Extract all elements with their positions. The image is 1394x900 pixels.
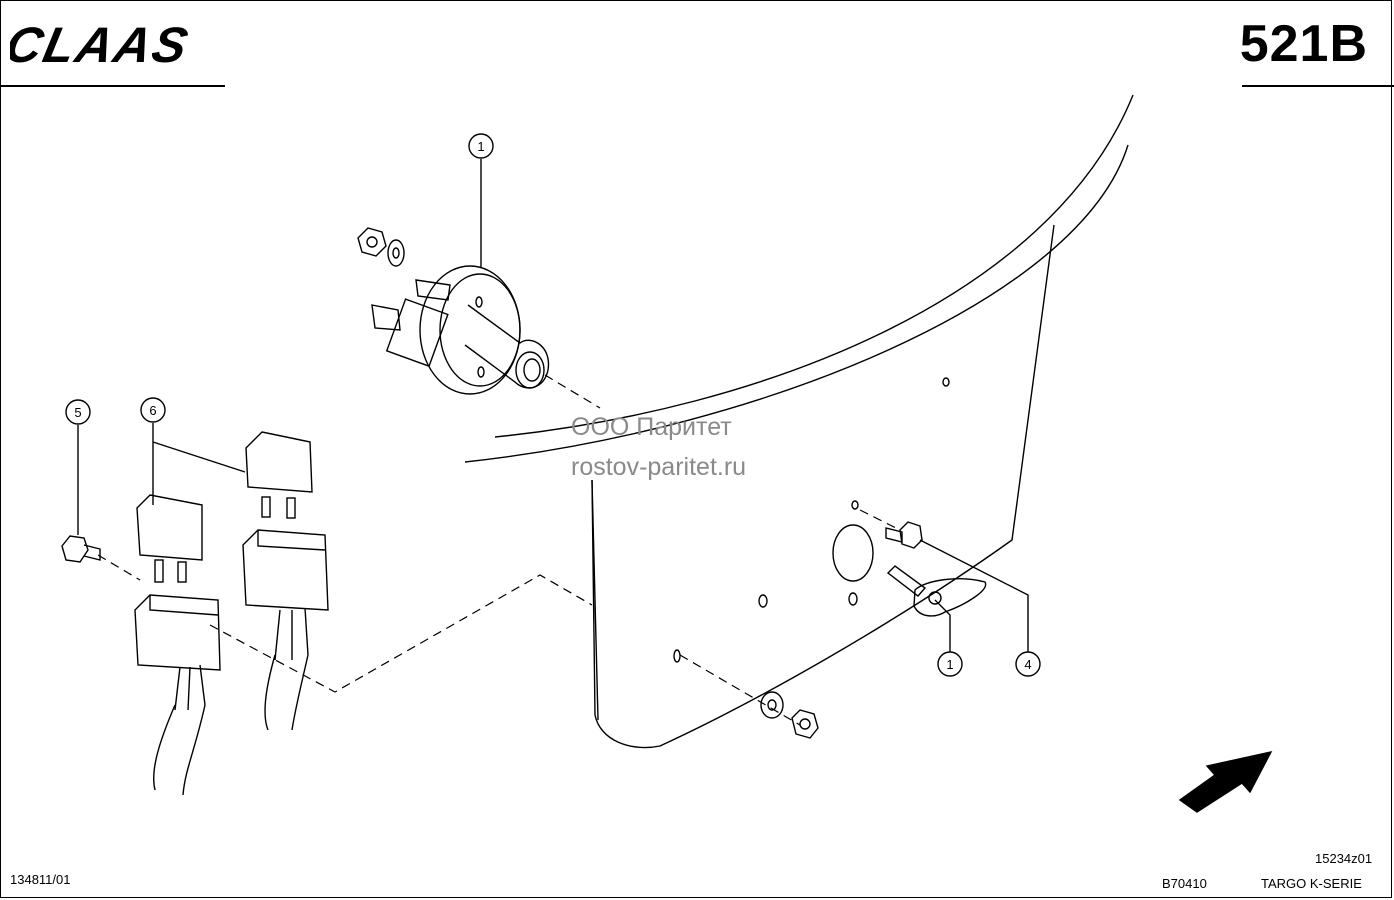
assembly-line-nut [679,654,801,726]
exploded-parts-diagram: 1 5 6 1 4 [61,94,1273,813]
logo-rule [0,85,225,87]
leader-6-diag [152,441,246,473]
callout-5-label: 5 [74,405,81,420]
panel-hole [851,500,859,510]
leader-4 [919,539,1029,652]
relay-socket-right [242,529,329,731]
footer-drawing-id: 15234z01 [1315,851,1373,866]
cab-edge-curve-outer [494,94,1134,438]
panel-hole [673,649,681,663]
watermark-company: ООО Паритет [571,413,732,441]
direction-arrow [1178,750,1273,813]
page-code: 521B [1239,15,1368,73]
watermark-url: rostov-paritet.ru [571,453,747,481]
callout-1-key-label: 1 [946,657,953,672]
callout-1-switch-circle [468,133,494,159]
relay-left [136,494,203,583]
panel-hole [942,377,950,387]
assembly-line-leader [97,554,141,581]
page-code-rule [1242,85,1394,87]
footer-model-code: B70410 [1162,876,1207,891]
callout-4-label: 4 [1024,657,1031,672]
callout-6-label: 6 [149,403,156,418]
battery-isolator-switch [371,265,550,395]
callout-5-circle [65,399,91,425]
panel-hole [848,592,858,606]
callout-4-circle [1015,651,1041,677]
panel-switch-hole [832,524,874,582]
console-panel-outline [591,224,1055,749]
bolt-item-4 [885,521,923,549]
callout-1-key-circle [937,651,963,677]
cab-edge-curve-inner [464,144,1129,463]
assembly-line-switch [544,374,601,409]
footer-series: TARGO K-SERIE [1261,876,1362,891]
nut-washer-switch [357,227,405,267]
relay-socket-left [134,594,221,796]
footer-left-code: 134811/01 [10,872,71,887]
relay-right [245,431,313,519]
claas-logo-text: CLAAS [10,18,194,72]
claas-logo: CLAAS [10,18,194,72]
callout-6-circle [140,397,166,423]
console-panel-edge [591,479,599,721]
bolt-item-5 [61,535,101,563]
assembly-line-bolt [859,509,901,531]
ignition-key [886,565,987,617]
panel-hole [758,594,768,608]
callout-1-switch-label: 1 [477,139,484,154]
washer-nut-bottom [760,691,819,739]
assembly-line-relay [209,574,593,693]
leader-1-key [934,599,951,652]
